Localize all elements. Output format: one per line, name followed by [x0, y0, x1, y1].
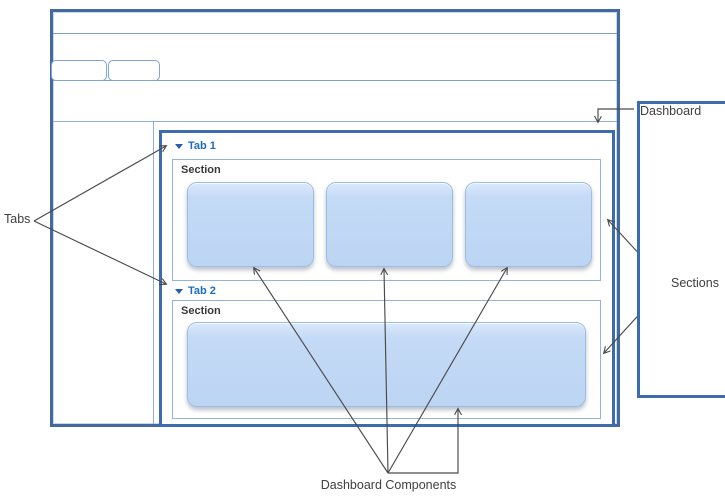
dashboard-tab-2[interactable]: Tab 2: [175, 285, 216, 297]
dashboard-panel: Tab 1 Section Tab 2 Section: [159, 130, 615, 427]
dashboard-component-3[interactable]: [465, 182, 592, 267]
window-toolbar-row: [53, 81, 617, 122]
dashboard-tab-1[interactable]: Tab 1: [175, 140, 216, 152]
section-2: Section: [172, 300, 601, 419]
dashboard-component-2[interactable]: [326, 182, 453, 267]
section-1-label: Section: [181, 164, 221, 176]
window-content-area: Tab 1 Section Tab 2 Section: [53, 122, 617, 427]
annotation-tabs: Tabs: [4, 212, 31, 226]
dashboard-tab-1-label: Tab 1: [188, 140, 216, 152]
window-title-bar: [53, 12, 617, 34]
annotation-dashboard: Dashboard: [637, 101, 725, 398]
collapse-triangle-icon: [175, 288, 183, 294]
window-tab-placeholder-1[interactable]: [51, 60, 107, 81]
collapse-triangle-icon: [175, 143, 183, 149]
window-tab-placeholder-2[interactable]: [108, 60, 160, 81]
annotation-sections: Sections: [671, 276, 719, 290]
section-2-label: Section: [181, 305, 221, 317]
main-pane: Tab 1 Section Tab 2 Section: [154, 122, 617, 427]
dashboard-component-1[interactable]: [187, 182, 314, 267]
annotation-dashboard-components: Dashboard Components: [320, 478, 457, 492]
section-1: Section: [172, 159, 601, 281]
dashboard-component-4[interactable]: [187, 322, 586, 407]
sidebar-pane: [53, 122, 154, 424]
dashboard-tab-2-label: Tab 2: [188, 285, 216, 297]
window-tab-strip: [51, 34, 617, 81]
app-window: Tab 1 Section Tab 2 Section: [50, 9, 620, 427]
